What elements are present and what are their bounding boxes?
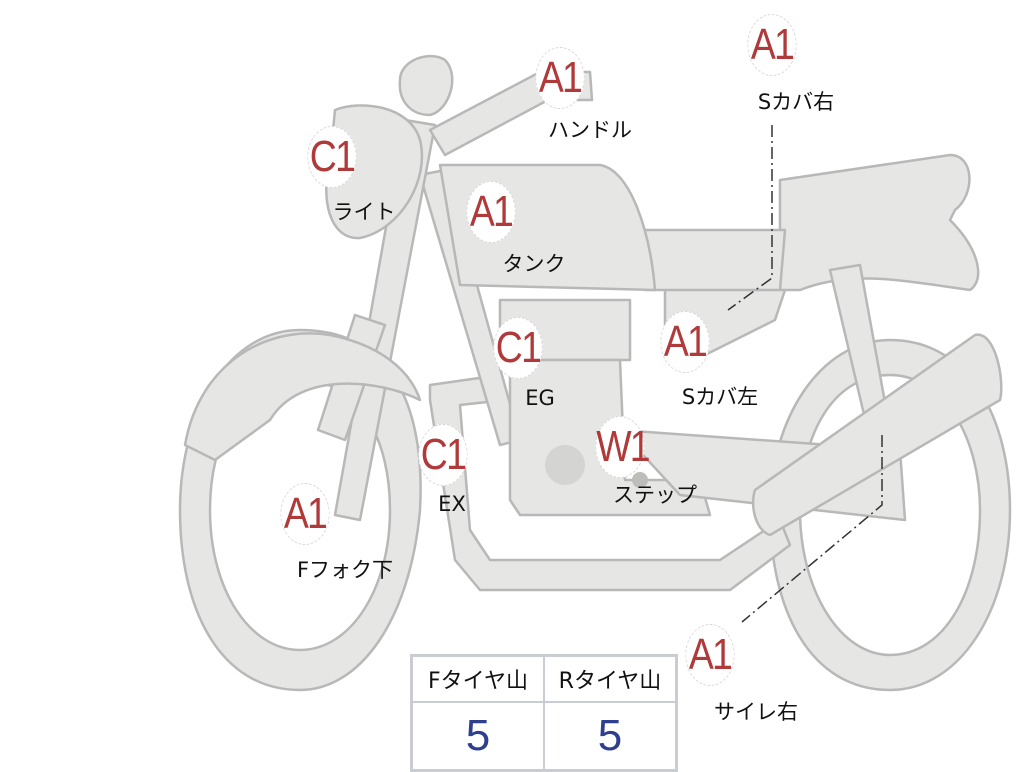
front-tire-value: 5 bbox=[410, 701, 545, 772]
grade-badge-light: C1 bbox=[307, 126, 357, 188]
mirror bbox=[398, 54, 454, 117]
part-label-exhaust: EX bbox=[438, 492, 466, 516]
rear-tire-value: 5 bbox=[543, 701, 678, 772]
grade-badge-handle: A1 bbox=[535, 47, 585, 109]
grade-badge-step: W1 bbox=[595, 416, 651, 478]
grade-badge-front-fork-lower: A1 bbox=[280, 483, 330, 545]
part-label-handle: ハンドル bbox=[548, 118, 632, 142]
grade-badge-exhaust: C1 bbox=[418, 424, 468, 486]
silencer bbox=[751, 333, 1003, 537]
part-label-front-fork-lower: Fフォク下 bbox=[296, 558, 394, 582]
part-label-step: ステップ bbox=[613, 483, 697, 507]
grade-badge-silencer-right: A1 bbox=[685, 624, 735, 686]
part-label-tank: タンク bbox=[502, 252, 566, 276]
grade-badge-tank: A1 bbox=[466, 181, 516, 243]
grade-badge-side-cover-right: A1 bbox=[747, 14, 797, 76]
part-label-side-cover-left: Sカバ左 bbox=[681, 385, 759, 409]
front-fender bbox=[183, 332, 422, 462]
part-label-light: ライト bbox=[332, 200, 396, 224]
tire-tread-table: Fタイヤ山 Rタイヤ山 5 5 bbox=[410, 654, 678, 772]
grade-badge-engine: C1 bbox=[493, 317, 543, 379]
part-label-side-cover-right: Sカバ右 bbox=[757, 90, 835, 114]
part-label-silencer-right: サイレ右 bbox=[714, 700, 798, 724]
part-label-engine: EG bbox=[525, 386, 555, 410]
front-tire-header: Fタイヤ山 bbox=[410, 654, 545, 703]
rear-tire-header: Rタイヤ山 bbox=[543, 654, 678, 703]
grade-badge-side-cover-left: A1 bbox=[660, 311, 710, 373]
seat-base bbox=[638, 228, 787, 292]
seat-tail bbox=[778, 153, 980, 292]
